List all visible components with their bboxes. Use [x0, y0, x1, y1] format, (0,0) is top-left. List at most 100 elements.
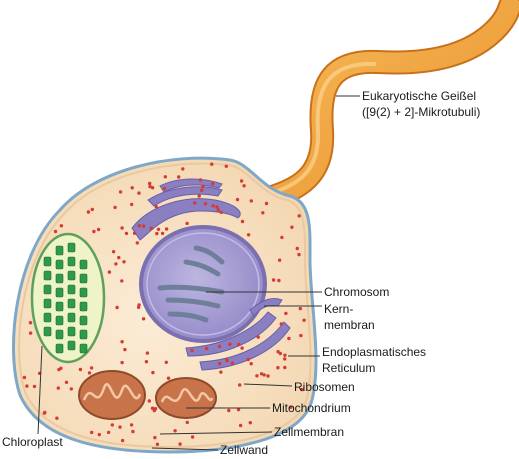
chromosomes	[157, 245, 225, 323]
ribosome-dot	[135, 241, 139, 245]
ribosome-dot	[87, 371, 92, 375]
ribosome-dot	[129, 423, 134, 427]
ribosome-dot	[155, 442, 160, 446]
ribosome-dot	[147, 399, 151, 403]
ribosome-dot	[25, 384, 29, 388]
ribosome-dot	[217, 344, 222, 349]
ribosome-dot	[160, 231, 165, 236]
ribosome-dot	[259, 372, 264, 376]
ribosome-dot	[299, 333, 303, 338]
thylakoid-stack	[67, 256, 76, 267]
label-nuclear-membrane-line1: Kern-	[324, 302, 353, 316]
ribosome-dot	[118, 190, 123, 194]
ribosome-dot	[153, 407, 158, 411]
ribosome-dot	[53, 229, 58, 234]
ribosome-dot	[42, 411, 47, 415]
ribosomes	[22, 162, 306, 446]
ribosome-dot	[120, 226, 124, 230]
ribosome-dot	[218, 361, 222, 366]
thylakoid-stack	[79, 343, 88, 354]
thylakoid-stack	[43, 312, 52, 323]
ribosome-dot	[150, 186, 155, 190]
ribosome-dot	[264, 201, 269, 206]
thylakoid-stack	[43, 270, 52, 281]
ribosome-dot	[249, 199, 253, 203]
ribosome-dot	[193, 201, 197, 205]
thylakoid-stack	[43, 284, 52, 295]
ribosome-dot	[240, 346, 244, 350]
thylakoid-stack	[55, 245, 64, 256]
ribosome-dot	[137, 223, 142, 228]
ribosome-dot	[279, 322, 283, 326]
ribosome-dot	[137, 191, 141, 195]
label-cell-wall: Zellwand	[220, 443, 268, 457]
ribosome-dot	[181, 167, 185, 171]
ribosome-dot	[164, 227, 169, 231]
ribosome-dot	[283, 357, 287, 361]
ribosome-dot	[123, 347, 127, 352]
ribosome-dot	[163, 175, 167, 179]
label-flagellum-line2: ([9(2) + 2]-Mikrotubuli)	[362, 105, 480, 119]
ribosome-dot	[246, 233, 251, 237]
ribosome-dot	[153, 435, 157, 440]
thylakoid-stack	[67, 312, 76, 323]
ribosome-dot	[130, 202, 134, 207]
ribosome-dot	[118, 425, 122, 429]
ribosome-dot	[115, 305, 119, 310]
ribosome-dot	[283, 365, 287, 370]
ribosome-dot	[164, 360, 168, 364]
label-er-line2: Reticulum	[322, 361, 375, 375]
thylakoid-stack	[67, 284, 76, 295]
ribosome-dot	[228, 342, 232, 346]
ribosome-dot	[28, 331, 33, 335]
ribosome-dot	[256, 335, 260, 339]
ribosome-dot	[237, 342, 241, 347]
thylakoid-stack	[79, 315, 88, 326]
ribosome-dot	[141, 224, 146, 228]
ribosome-dot	[290, 225, 294, 229]
thylakoid-stack	[55, 301, 64, 312]
thylakoid-stack	[79, 329, 88, 340]
ribosome-dot	[230, 361, 235, 365]
thylakoid-stack	[43, 256, 52, 267]
ribosome-dot	[284, 311, 288, 316]
ribosome-dot	[110, 423, 115, 427]
ribosome-dot	[276, 350, 280, 354]
ribosome-dot	[55, 416, 59, 420]
ribosome-dot	[277, 258, 282, 262]
ribosome-dot	[22, 375, 27, 380]
label-mitochondrion: Mitochondrium	[272, 401, 351, 415]
ribosome-dot	[106, 430, 111, 435]
ribosome-dot	[149, 226, 153, 230]
thylakoid-stack	[67, 270, 76, 281]
ribosome-dot	[276, 366, 280, 370]
ribosome-dot	[114, 262, 118, 266]
thylakoid-stack	[55, 343, 64, 354]
ribosome-dot	[211, 182, 215, 186]
ribosome-dot	[215, 205, 219, 209]
ribosome-dot	[302, 318, 306, 322]
ribosome-dot	[225, 357, 229, 362]
ribosome-dot	[131, 429, 135, 434]
ribosome-dot	[277, 278, 281, 283]
ribosome-dot	[239, 179, 244, 183]
label-cell-membrane: Zellmembran	[274, 425, 344, 439]
ribosome-dot	[120, 340, 124, 344]
thylakoid-stack	[67, 298, 76, 309]
ribosome-dot	[262, 373, 266, 377]
ribosome-dot	[198, 178, 203, 182]
ribosome-dot	[190, 348, 194, 353]
ribosome-dot	[132, 231, 137, 235]
ribosome-dot	[240, 219, 245, 224]
label-er-line1: Endoplasmatisches	[322, 345, 426, 359]
ribosome-dot	[173, 429, 177, 433]
ribosome-dot	[120, 438, 125, 443]
thylakoid-stack	[43, 298, 52, 309]
flagellum	[250, 0, 519, 212]
ribosome-dot	[32, 384, 37, 389]
chloroplast	[30, 232, 106, 364]
ribosome-dot	[238, 383, 242, 387]
label-chromosome: Chromosom	[324, 285, 389, 299]
ribosome-dot	[69, 387, 74, 391]
